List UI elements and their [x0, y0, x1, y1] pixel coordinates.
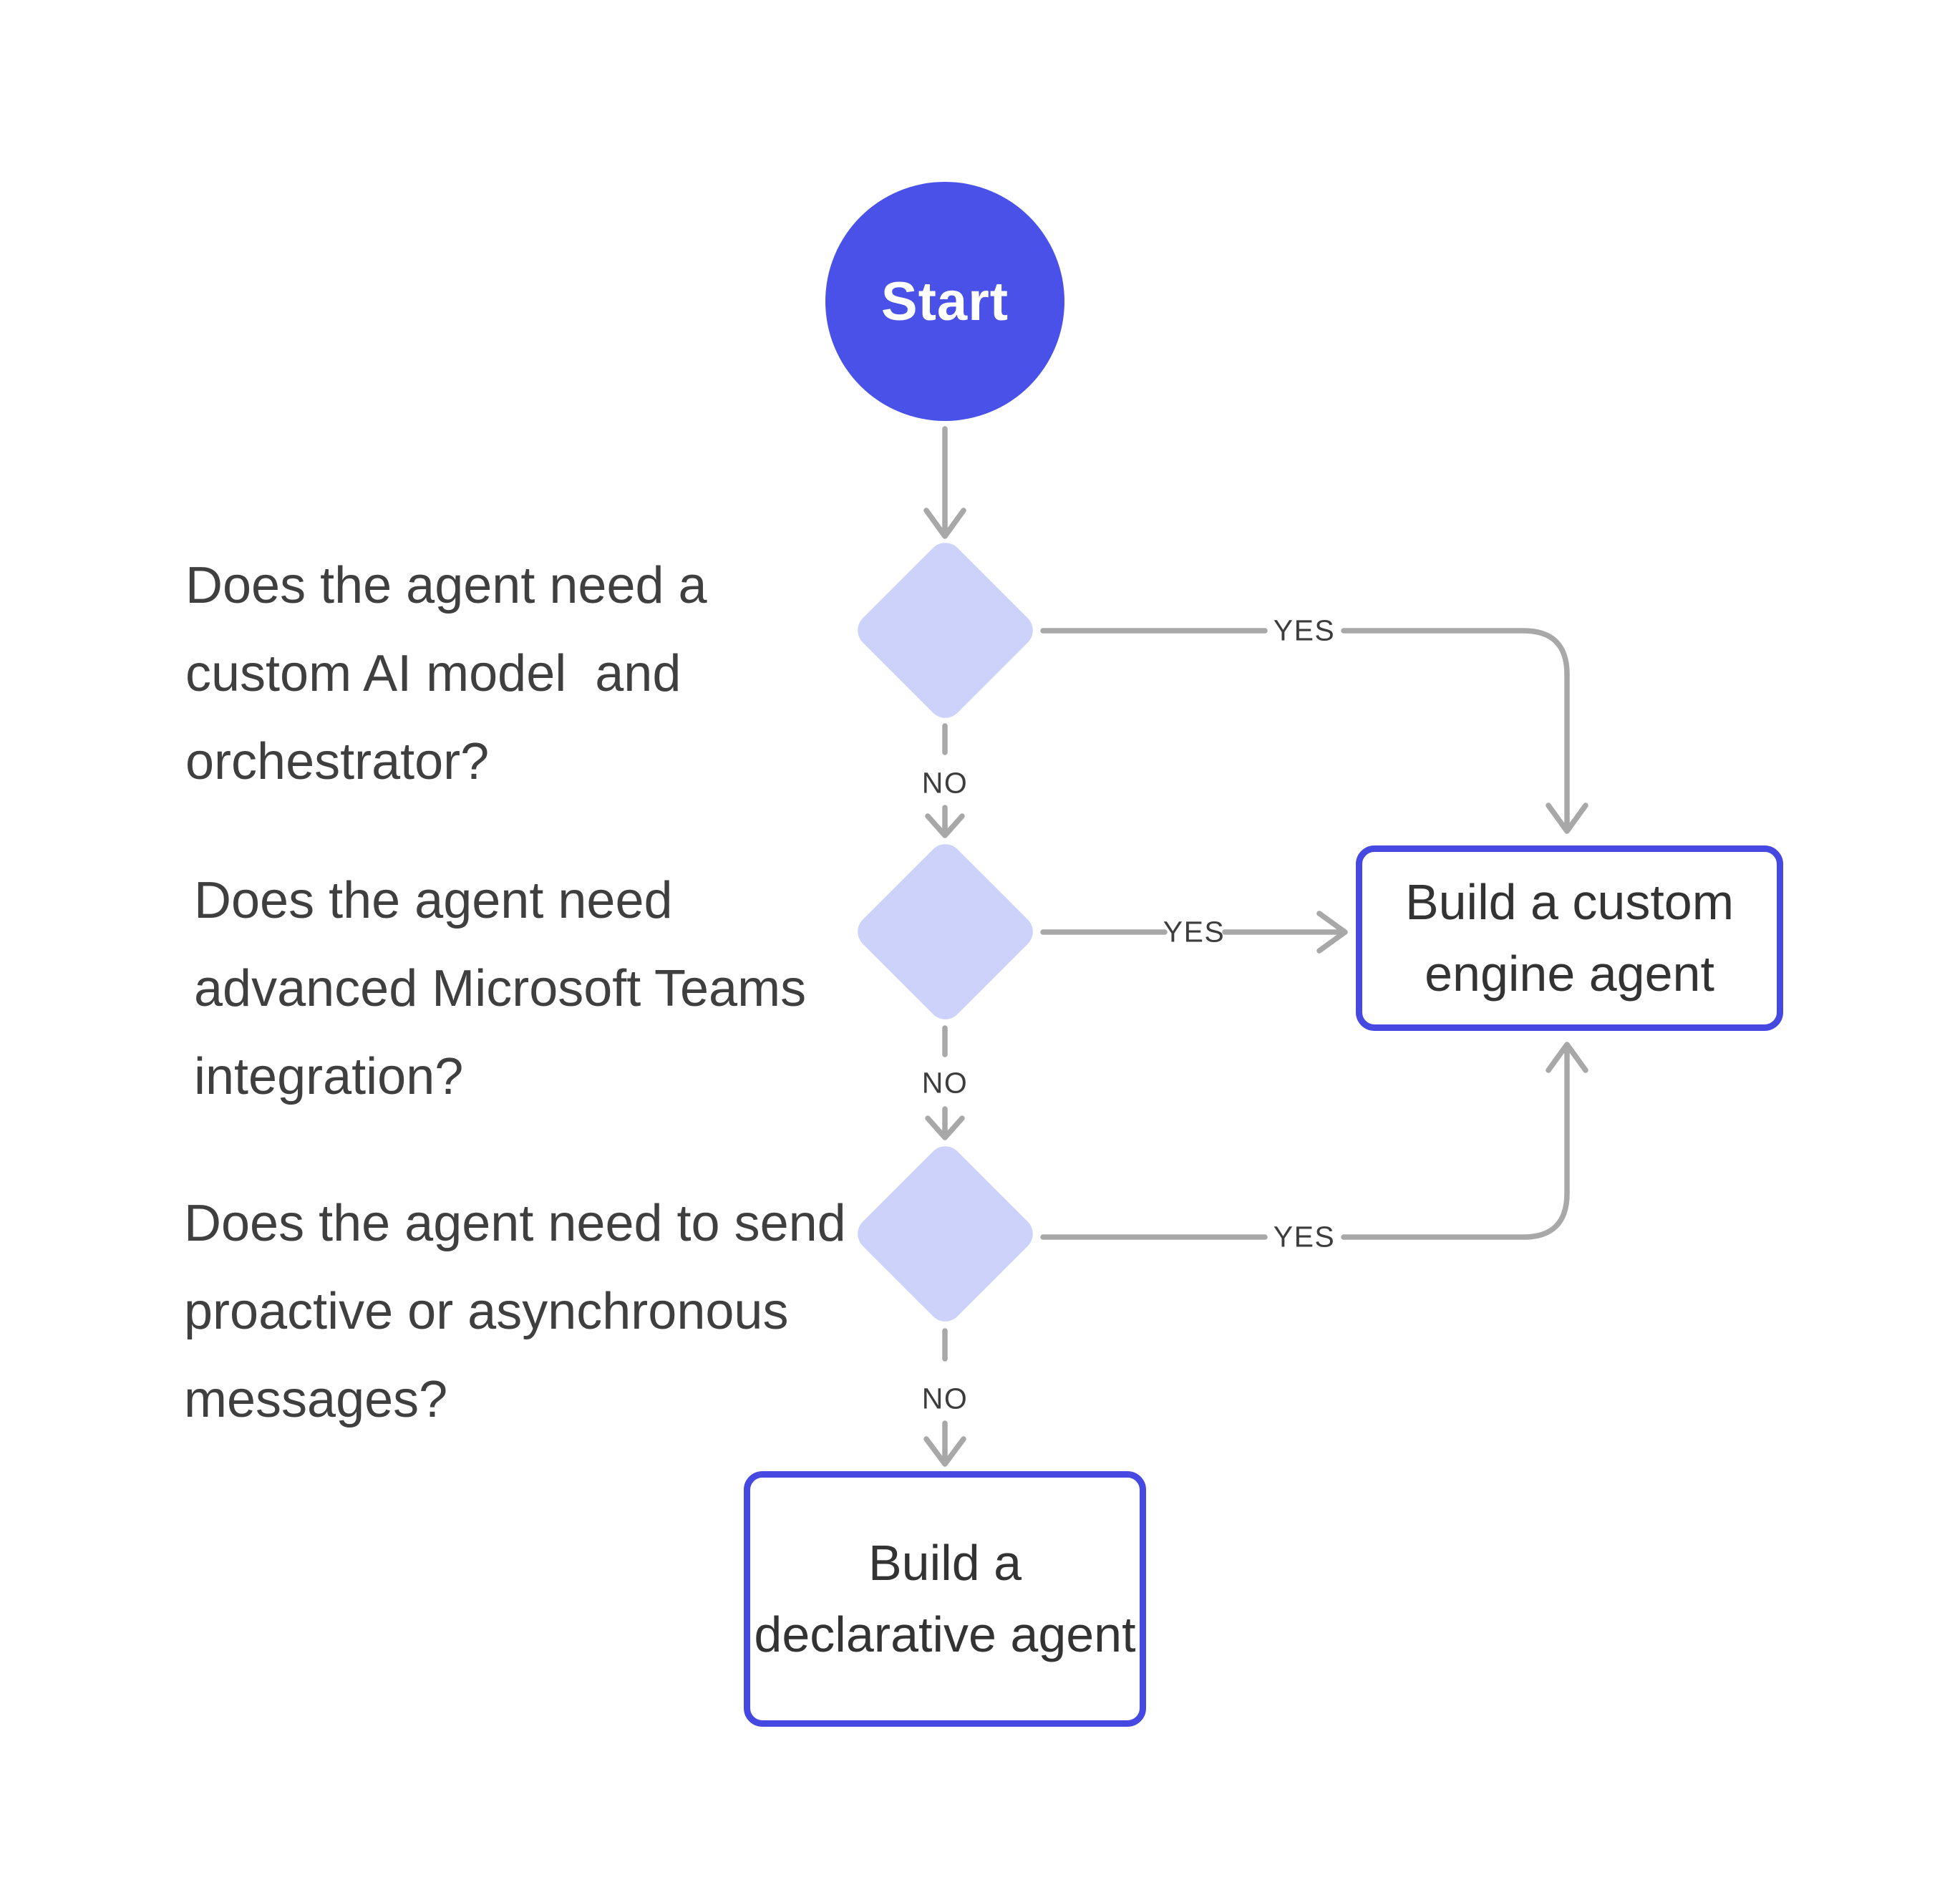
yes-label-3: YES: [1273, 1220, 1336, 1254]
question-2-text: Does the agent need advanced Microsoft T…: [194, 857, 806, 1121]
outcome-custom-engine-line-2: engine agent: [1425, 945, 1714, 1002]
outcome-declarative-agent: Build a declarative agent: [744, 1471, 1146, 1727]
outcome-declarative-line-1: Build a: [868, 1535, 1022, 1591]
start-node: Start: [825, 182, 1064, 421]
arrow-start-to-decision-1: [923, 426, 966, 539]
question-1-line-1: Does the agent need a: [185, 557, 707, 614]
question-3-line-1: Does the agent need to send: [184, 1195, 846, 1252]
no-label-3: NO: [921, 1382, 969, 1415]
question-3-line-2: proactive or asynchronous: [184, 1283, 789, 1340]
question-1-line-2: custom AI model and: [185, 645, 681, 702]
question-2-line-1: Does the agent need: [194, 872, 673, 929]
outcome-custom-engine-line-1: Build a custom: [1404, 874, 1735, 931]
question-1-text: Does the agent need a custom AI model an…: [185, 542, 707, 806]
question-3-text: Does the agent need to send proactive or…: [184, 1180, 846, 1444]
no-label-2: NO: [921, 1066, 969, 1100]
no-label-1: NO: [921, 766, 969, 800]
outcome-custom-engine-agent: Build a custom engine agent: [1356, 845, 1783, 1031]
outcome-declarative-line-2: declarative agent: [754, 1606, 1136, 1662]
question-3-line-3: messages?: [184, 1371, 448, 1428]
start-node-label: Start: [880, 271, 1009, 332]
yes-label-2: YES: [1163, 915, 1226, 949]
arrow-no-3-to-declarative: [923, 1420, 966, 1467]
arrow-no-2-to-decision-3: [925, 1106, 965, 1140]
question-2-line-3: integration?: [194, 1048, 464, 1105]
question-1-line-3: orchestrator?: [185, 733, 490, 790]
arrow-yes-3-to-custom-engine: [1341, 1042, 1588, 1240]
arrow-yes-2-to-custom-engine: [1222, 911, 1348, 954]
arrow-no-1-to-decision-2: [925, 805, 965, 838]
arrow-yes-1-to-custom-engine: [1341, 628, 1588, 834]
yes-label-1: YES: [1273, 614, 1336, 647]
question-2-line-2: advanced Microsoft Teams: [194, 960, 807, 1017]
